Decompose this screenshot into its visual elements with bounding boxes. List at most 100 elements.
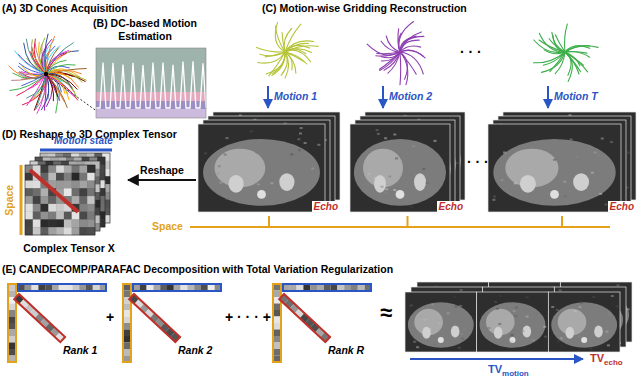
image-panel: Echo bbox=[488, 112, 636, 212]
image-noise bbox=[506, 319, 509, 321]
label-text: Motion state bbox=[54, 135, 113, 147]
image-noise bbox=[317, 144, 320, 146]
image-noise bbox=[580, 302, 583, 304]
image-noise bbox=[564, 196, 567, 198]
kidney bbox=[414, 173, 426, 191]
tensor-cell bbox=[72, 212, 80, 220]
tensor-cell bbox=[41, 188, 49, 196]
factor-cell bbox=[181, 284, 188, 291]
label-text: (E) CANDECOMP/PARAFAC Decomposition with… bbox=[2, 263, 393, 276]
image-noise bbox=[617, 284, 620, 286]
tensor-cell bbox=[25, 188, 33, 196]
factor-cell bbox=[358, 284, 365, 291]
trajectory-line bbox=[565, 24, 568, 52]
bracket-tick bbox=[407, 216, 409, 227]
tensor-cell bbox=[25, 219, 33, 227]
tensor-cell bbox=[25, 181, 33, 189]
image-noise bbox=[590, 348, 593, 350]
trajectory-line bbox=[46, 74, 69, 100]
tensor-cell bbox=[72, 227, 80, 235]
tensor-cell bbox=[25, 212, 33, 220]
image-panel: Echo bbox=[350, 112, 465, 212]
motion-factor bbox=[133, 284, 221, 291]
label-text: · · · bbox=[460, 44, 482, 61]
mri-frame bbox=[198, 124, 325, 212]
image-noise bbox=[250, 130, 253, 132]
spine bbox=[550, 190, 559, 199]
image-noise bbox=[385, 192, 388, 194]
trajectory-line bbox=[400, 52, 407, 79]
kidney bbox=[451, 326, 460, 338]
factor-cell bbox=[8, 343, 16, 350]
label-text: + · · · + bbox=[225, 309, 271, 326]
trajectory-line bbox=[285, 50, 311, 61]
tensor-cell bbox=[56, 173, 64, 181]
image-noise bbox=[503, 152, 506, 154]
factor-cell bbox=[297, 284, 304, 291]
image-noise bbox=[592, 296, 595, 298]
echo-factor-group bbox=[14, 294, 65, 342]
tensor-cell bbox=[56, 212, 64, 220]
label-text: TV bbox=[590, 352, 604, 365]
spine bbox=[581, 337, 587, 343]
image-noise bbox=[492, 199, 495, 201]
label-text: (B) DC-based Motion Estimation bbox=[88, 17, 202, 42]
image-noise bbox=[410, 305, 413, 307]
image-noise bbox=[599, 193, 602, 195]
trajectory-line bbox=[285, 24, 301, 52]
factor-cell bbox=[8, 349, 16, 356]
body-region bbox=[551, 302, 617, 348]
motion-factor bbox=[283, 284, 371, 291]
tensor-cell bbox=[64, 212, 72, 220]
image-noise bbox=[388, 176, 391, 178]
image-noise bbox=[368, 173, 371, 175]
trajectory-line bbox=[39, 38, 46, 74]
image-noise bbox=[385, 188, 388, 190]
factor-cell bbox=[273, 317, 281, 324]
label-text: Motion 1 bbox=[274, 90, 317, 103]
image-noise bbox=[557, 340, 560, 342]
tensor-cell bbox=[56, 165, 64, 173]
image-noise bbox=[216, 173, 219, 175]
trajectory-line bbox=[565, 52, 588, 72]
factor-cell bbox=[201, 284, 208, 291]
motion-trajectories bbox=[256, 23, 318, 78]
tensor-cell bbox=[33, 188, 41, 196]
tensor-node: Complex Tensor X bbox=[12, 148, 126, 255]
factor-cell bbox=[160, 284, 167, 291]
tensor-slice bbox=[35, 157, 105, 227]
trajectory-line bbox=[285, 46, 318, 52]
image-noise bbox=[616, 305, 619, 307]
image-noise bbox=[225, 198, 228, 200]
image-noise bbox=[526, 296, 529, 298]
tensor-cell bbox=[87, 188, 95, 196]
tv-motion-arrow bbox=[410, 358, 583, 360]
trajectory-line bbox=[285, 52, 304, 62]
label-text: Motion 2 bbox=[389, 90, 432, 103]
body-region bbox=[480, 302, 546, 348]
tensor-cell bbox=[41, 196, 49, 204]
image-noise bbox=[300, 127, 303, 129]
tensor-cell bbox=[33, 212, 41, 220]
kidney bbox=[228, 175, 243, 193]
tensor-cell bbox=[56, 204, 64, 212]
factor-cell bbox=[123, 304, 131, 311]
trajectory-line bbox=[539, 33, 565, 52]
factor-cell bbox=[8, 310, 16, 317]
factor-cell bbox=[8, 323, 16, 330]
image-noise bbox=[560, 337, 563, 339]
label-text: + bbox=[106, 309, 114, 326]
factor-cell bbox=[8, 317, 16, 324]
tensor-cell bbox=[87, 181, 95, 189]
image-noise bbox=[298, 149, 301, 151]
echo-factor bbox=[279, 294, 330, 342]
image-noise bbox=[526, 316, 529, 318]
factor-cell bbox=[25, 284, 32, 291]
image-stack bbox=[488, 112, 636, 212]
image-noise bbox=[459, 305, 462, 307]
tensor-slice bbox=[30, 161, 100, 231]
image-noise bbox=[510, 341, 513, 343]
label-text: motion bbox=[502, 369, 529, 379]
